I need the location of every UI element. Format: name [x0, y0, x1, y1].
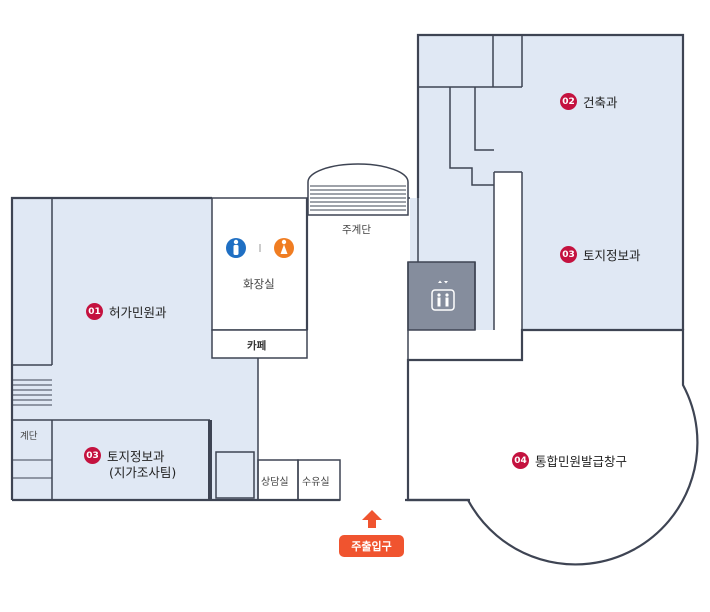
- stairs-label: 계단: [20, 431, 38, 442]
- room-number-badge: 03: [560, 246, 577, 263]
- left-stair: [12, 379, 52, 479]
- female-restroom-icon: [274, 238, 294, 258]
- room-02-label: 02 건축과: [560, 92, 618, 111]
- room-03b-label: 03 토지정보과: [84, 446, 165, 465]
- room-number-badge: 03: [84, 447, 101, 464]
- entrance-arrow-icon: [362, 510, 382, 528]
- room-name: 건축과: [583, 95, 618, 110]
- male-restroom-icon: [226, 238, 246, 258]
- left-wing: [12, 198, 258, 500]
- room-number-badge: 04: [512, 452, 529, 469]
- nursing-room-label: 수유실: [302, 477, 330, 488]
- room-03b-sublabel: (지가조사팀): [109, 465, 177, 480]
- room-name: 토지정보과: [583, 248, 641, 263]
- room-name: 허가민원과: [109, 305, 167, 320]
- restroom-label: 화장실: [243, 277, 275, 291]
- main-stair: [307, 163, 409, 216]
- main-stairs-label: 주계단: [342, 224, 371, 236]
- room-04-label: 04 통합민원발급창구: [512, 451, 627, 470]
- room-01-label: 01 허가민원과: [86, 302, 167, 321]
- internal-walls: [12, 35, 523, 501]
- room-03a-label: 03 토지정보과: [560, 245, 641, 264]
- room-name: 통합민원발급창구: [535, 454, 628, 469]
- elevator-icon: [431, 280, 455, 311]
- cafe-label: 카페: [247, 340, 267, 352]
- consult-room-label: 상담실: [261, 477, 289, 488]
- right-wing: [410, 35, 683, 330]
- restroom-room: [211, 197, 308, 331]
- cafe-room: [211, 329, 308, 359]
- room-name: 토지정보과: [107, 449, 165, 464]
- round-hall: [406, 328, 699, 566]
- room-number-badge: 01: [86, 303, 103, 320]
- room-number-badge: 02: [560, 93, 577, 110]
- elevator-room: [407, 261, 476, 331]
- main-entrance-badge: 주출입구: [339, 535, 404, 557]
